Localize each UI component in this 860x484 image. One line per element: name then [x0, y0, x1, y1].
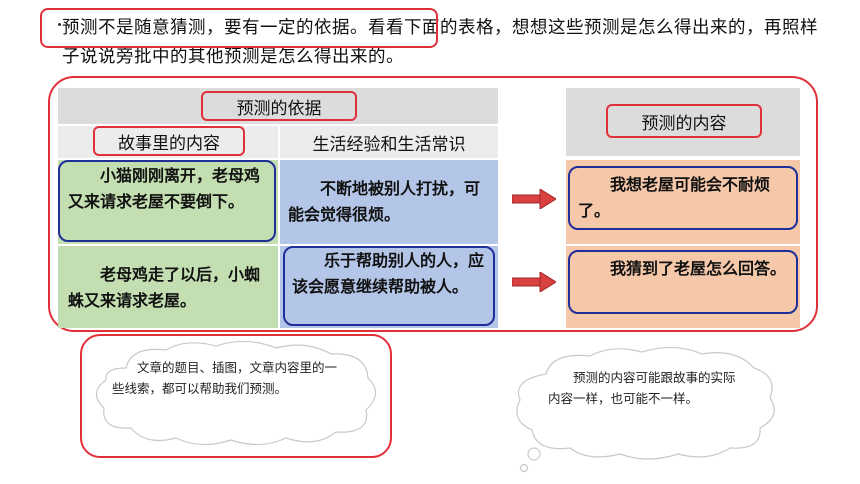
story-header-box: 故事里的内容 — [93, 126, 245, 156]
story-cell-1-outline — [58, 160, 276, 242]
life-header-label: 生活经验和生活常识 — [312, 134, 466, 155]
dot-marker — [58, 23, 61, 26]
prediction-text-2: 我猜到了老屋怎么回答。 — [610, 259, 787, 278]
story-text-1: 小猫刚刚离开，老母鸡又来请求老屋不要倒下。 — [68, 166, 261, 211]
life-cell-2 — [280, 246, 498, 328]
basis-header-cell — [58, 88, 498, 124]
cloud-shape-left — [95, 340, 377, 446]
life-cell-1 — [280, 160, 498, 244]
story-text-2: 老母鸡走了以后，小蜘蛛又来请求老屋。 — [68, 265, 261, 310]
life-text-1: 不断地被别人打扰，可能会觉得很烦。 — [288, 179, 481, 224]
arrow-icon — [512, 272, 556, 292]
story-cell-1 — [58, 160, 278, 244]
life-cell-2-outline — [283, 246, 495, 326]
table-frame — [48, 76, 818, 332]
left-note-frame — [80, 334, 392, 458]
prediction-text-1: 我想老屋可能会不耐烦了。 — [578, 175, 771, 220]
right-note-text: 预测的内容可能跟故事的实际内容一样，也可能不一样。 — [548, 370, 736, 406]
left-note-text: 文章的题目、插图，文章内容里的一些线索，都可以帮助我们预测。 — [112, 360, 338, 396]
basis-header-box: 预测的依据 — [201, 91, 357, 121]
life-header-cell: 生活经验和生活常识 — [280, 126, 498, 158]
thought-cloud-right — [516, 346, 775, 473]
story-header-label: 故事里的内容 — [118, 133, 220, 154]
content-header-label: 预测的内容 — [641, 113, 727, 134]
intro-paragraph: 预测不是随意猜测，要有一定的依据。看看下面的表格，想想这些预测是怎么得出来的，再… — [62, 18, 818, 67]
content-header-box: 预测的内容 — [606, 104, 762, 138]
prediction-cell-2-outline — [568, 250, 798, 314]
prediction-cell-1 — [566, 160, 800, 244]
basis-header-label: 预测的依据 — [236, 98, 322, 119]
arrow-icon — [512, 189, 556, 209]
prediction-cell-1-outline — [568, 166, 798, 230]
life-text-2: 乐于帮助别人的人，应该会愿意继续帮助被人。 — [292, 251, 485, 296]
story-cell-2 — [58, 246, 278, 328]
intro-highlight-box — [40, 8, 438, 48]
prediction-cell-2 — [566, 246, 800, 328]
